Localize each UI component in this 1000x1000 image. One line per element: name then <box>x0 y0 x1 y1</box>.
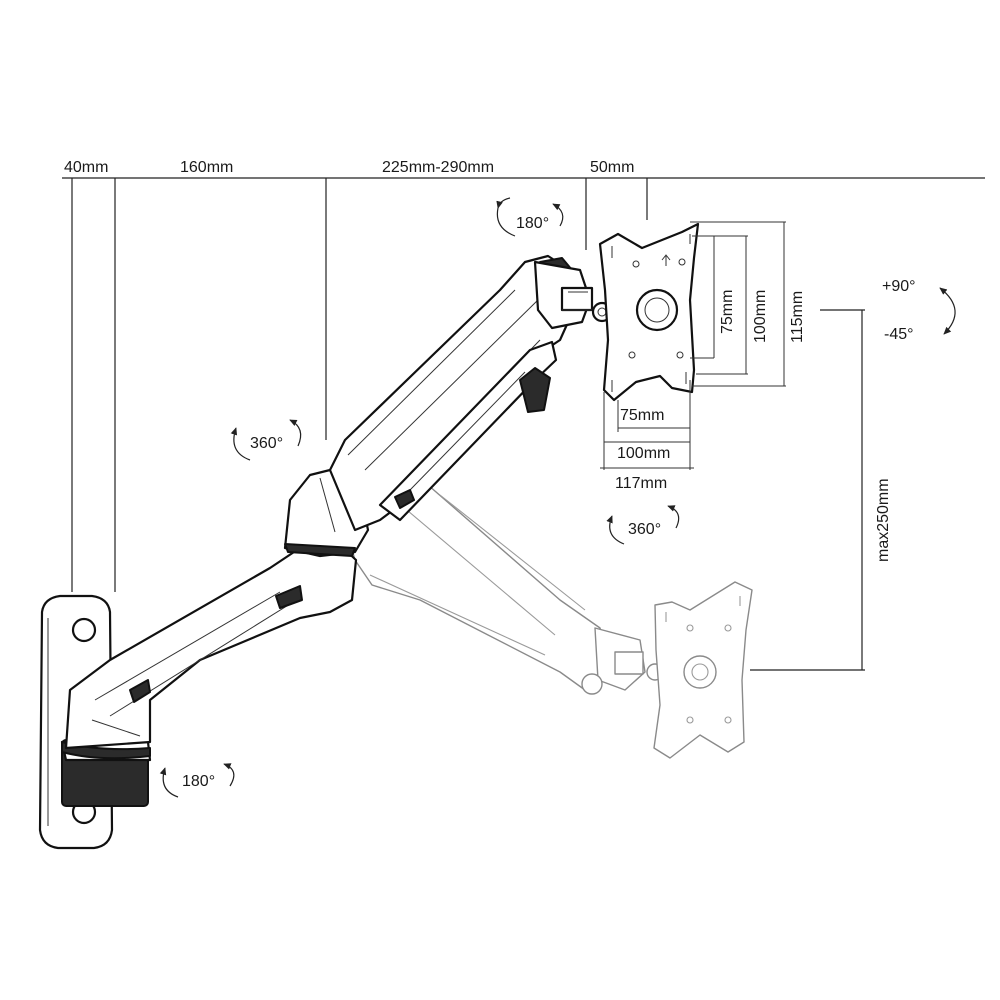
height-dimension <box>750 309 865 671</box>
dim-40mm: 40mm <box>64 159 108 176</box>
plate-horizontal-dimensions <box>600 380 694 470</box>
dim-plate-100mm-v: 100mm <box>752 290 769 343</box>
rotation-middle-joint <box>230 419 302 461</box>
dim-50mm: 50mm <box>590 159 634 176</box>
lower-arm <box>64 543 358 750</box>
dim-plate-100mm-h: 100mm <box>617 445 670 462</box>
upper-arm <box>328 254 580 532</box>
rotation-head-top <box>496 197 564 237</box>
rot-180-head: 180° <box>516 215 549 232</box>
vesa-plate <box>598 222 700 402</box>
plate-vertical-dimensions <box>690 221 786 387</box>
dim-plate-115mm-v: 115mm <box>789 291 806 343</box>
dim-max250mm: max250mm <box>875 478 892 562</box>
dim-225-290mm: 225mm-290mm <box>382 159 494 176</box>
rot-360-middle: 360° <box>250 435 283 452</box>
rotation-plate <box>606 505 680 545</box>
dim-plate-75mm-h: 75mm <box>620 407 664 424</box>
dim-plate-117mm-h: 117mm <box>615 475 667 492</box>
rot-360-plate: 360° <box>628 521 661 538</box>
rotation-wall-joint <box>159 763 235 798</box>
dim-160mm: 160mm <box>180 159 233 176</box>
rotation-tilt <box>939 287 956 335</box>
tilt-plus-90: +90° <box>882 278 916 295</box>
tilt-minus-45: -45° <box>884 326 914 343</box>
tilt-joint <box>533 260 613 330</box>
rot-180-wall: 180° <box>182 773 215 790</box>
top-dimension-line <box>62 177 985 592</box>
dim-plate-75mm-v: 75mm <box>719 290 736 334</box>
